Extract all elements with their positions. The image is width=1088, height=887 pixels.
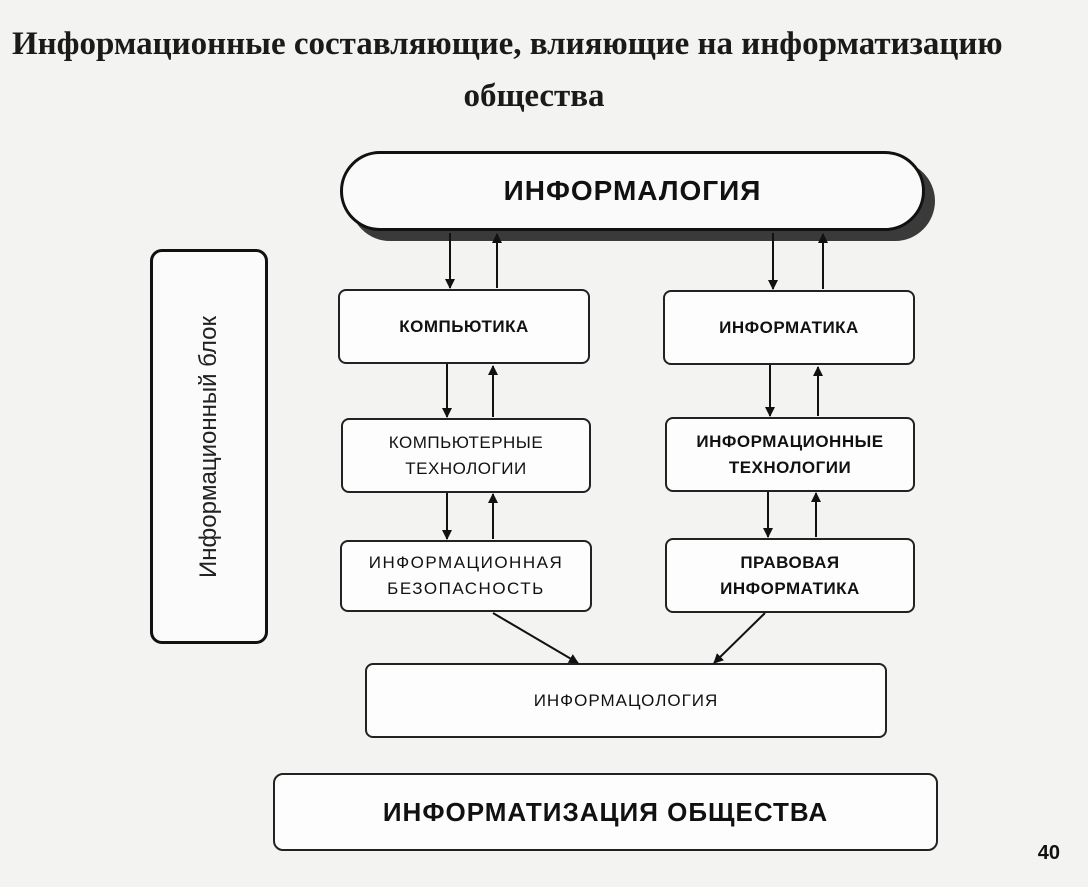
node-informacology-label: ИНФОРМАЦОЛОГИЯ <box>533 690 719 710</box>
arrow-legal-to-informacology <box>713 612 766 664</box>
info-block-panel: Информационный блок <box>150 249 268 644</box>
node-computics-label: КОМПЬЮТИКА <box>399 316 529 336</box>
node-computics: КОМПЬЮТИКА <box>338 289 590 364</box>
title-line-2: общества <box>463 78 605 114</box>
node-information-technologies: ИНФОРМАЦИОННЫЕ ТЕХНОЛОГИИ <box>665 417 915 492</box>
title-line-1: Информационные составляющие, влияющие на… <box>12 26 1003 62</box>
node-society-informatization-label: ИНФОРМАТИЗАЦИЯ ОБЩЕСТВА <box>382 796 829 827</box>
node-computer-technologies: КОМПЬЮТЕРНЫЕ ТЕХНОЛОГИИ <box>341 418 591 493</box>
node-computer-technologies-line1: КОМПЬЮТЕРНЫЕ <box>388 432 544 452</box>
page-title: Информационные составляющие, влияющие на… <box>0 18 1088 122</box>
node-legal-informatics-line1: ПРАВОВАЯ <box>740 552 840 572</box>
node-informacology: ИНФОРМАЦОЛОГИЯ <box>365 663 887 738</box>
page-number: 40 <box>1037 842 1060 864</box>
node-information-security: ИНФОРМАЦИОННАЯ БЕЗОПАСНОСТЬ <box>340 540 592 612</box>
node-information-security-line1: ИНФОРМАЦИОННАЯ <box>368 553 564 572</box>
node-information-technologies-line1: ИНФОРМАЦИОННЫЕ <box>696 431 884 451</box>
node-informatics: ИНФОРМАТИКА <box>663 290 915 365</box>
node-computer-technologies-line2: ТЕХНОЛОГИИ <box>405 458 527 478</box>
info-block-label: Информационный блок <box>195 315 222 578</box>
node-informatics-label: ИНФОРМАТИКА <box>719 317 859 337</box>
node-information-technologies-line2: ТЕХНОЛОГИИ <box>728 457 852 477</box>
node-information-security-line2: БЕЗОПАСНОСТЬ <box>387 579 545 598</box>
node-society-informatization: ИНФОРМАТИЗАЦИЯ ОБЩЕСТВА <box>273 773 938 851</box>
node-legal-informatics: ПРАВОВАЯ ИНФОРМАТИКА <box>665 538 915 613</box>
arrow-security-to-informacology <box>492 612 579 664</box>
node-informalogy-label: ИНФОРМАЛОГИЯ <box>503 175 762 206</box>
node-legal-informatics-line2: ИНФОРМАТИКА <box>720 578 860 598</box>
node-informalogy: ИНФОРМАЛОГИЯ <box>340 151 925 231</box>
